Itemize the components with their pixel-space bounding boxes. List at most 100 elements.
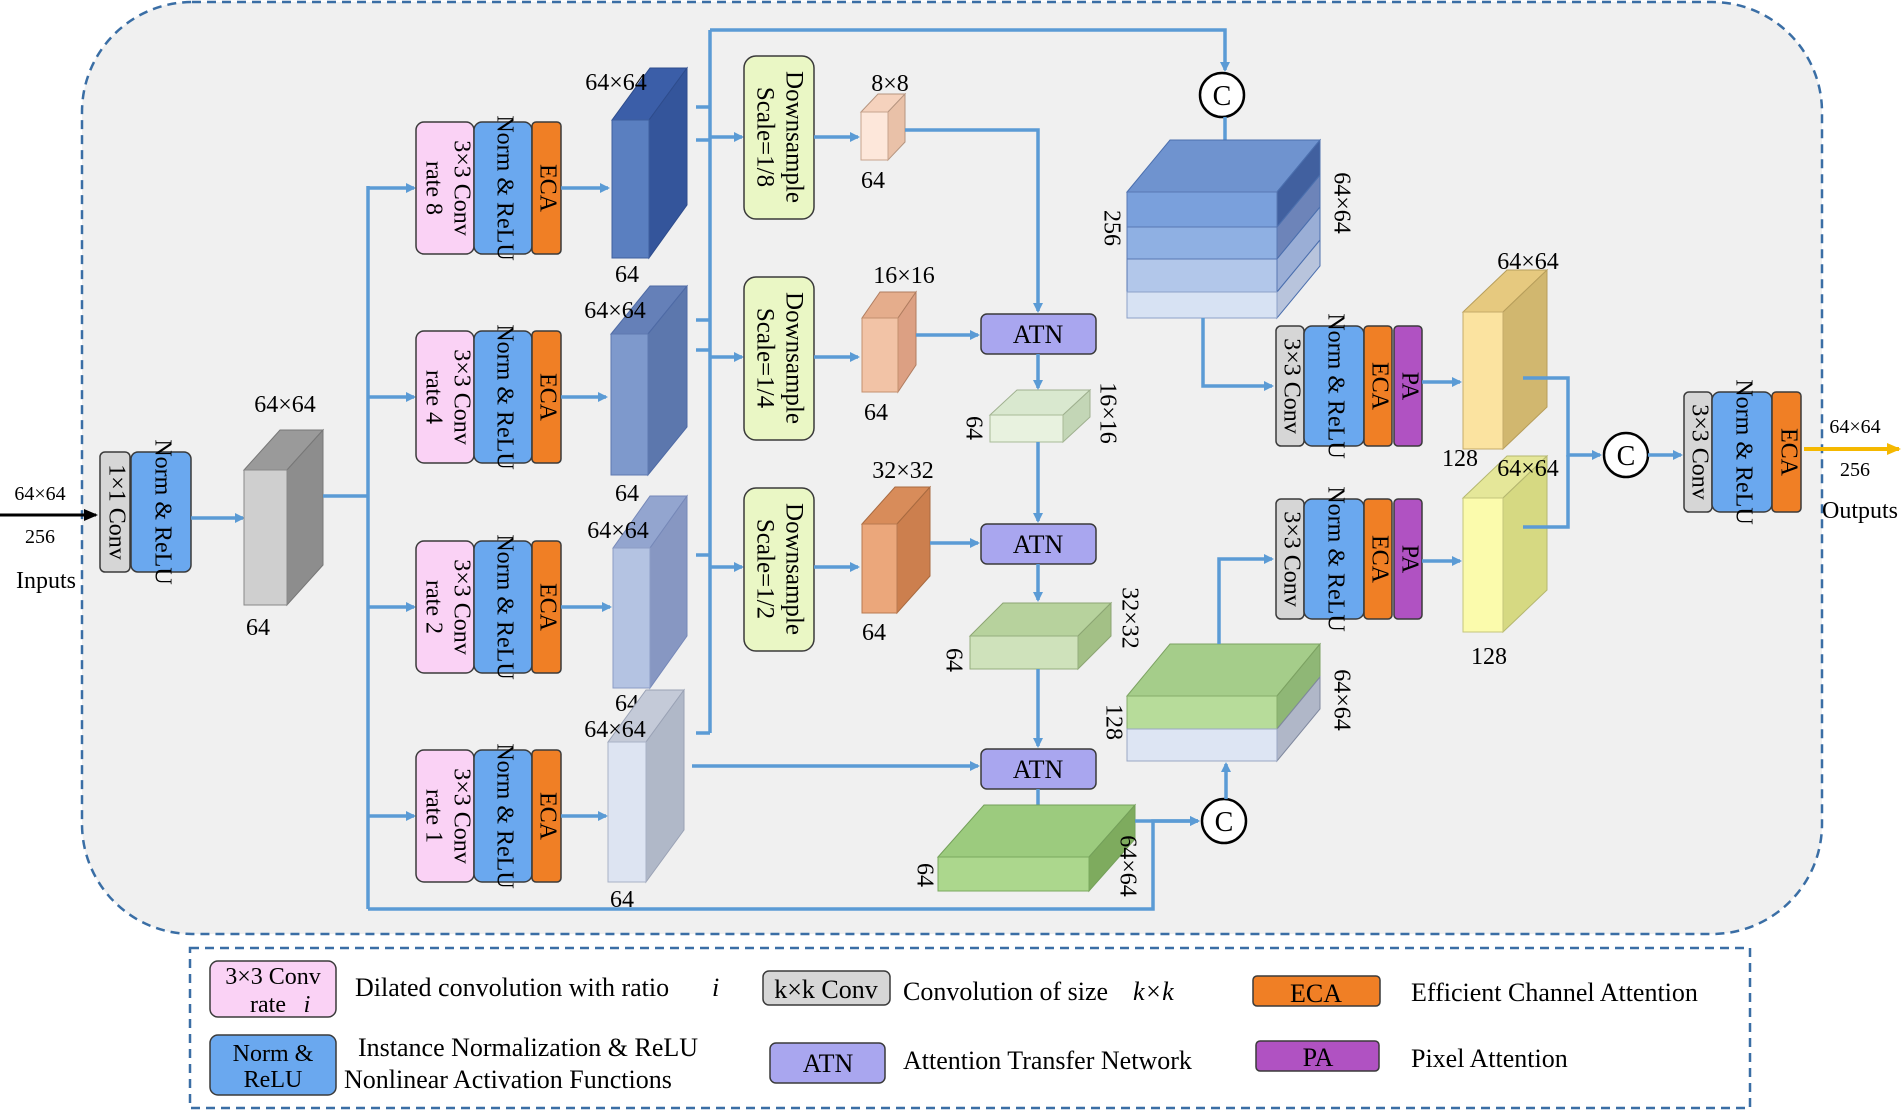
stem-feature-cuboid	[242, 428, 325, 607]
legend-atn-text: Attention Transfer Network	[903, 1046, 1192, 1075]
legend-eca-swatch-label: ECA	[1290, 979, 1342, 1008]
arrow-ds8-to-atn-1	[905, 128, 1043, 313]
input-size-label: 64×64	[14, 483, 65, 505]
legend-dilated: 3×3 Conv rate i Dilated convolution with…	[209, 960, 719, 1018]
legend-container	[188, 946, 1752, 1110]
legend-pa-swatch-label: PA	[1303, 1043, 1334, 1072]
atn-1-label: ATN	[1013, 320, 1064, 349]
legend-atn: ATN Attention Transfer Network	[769, 1042, 1192, 1084]
branch-1-norm-label: Norm & ReLU	[491, 743, 517, 888]
atn-2-feature-cuboid	[968, 601, 1113, 671]
legend-dilated-swatch-i: i	[304, 992, 311, 1018]
branch-1-size-label: 64×64	[584, 717, 646, 743]
outputs-label: Outputs	[1822, 498, 1898, 524]
output-block: 3×3 Conv Norm & ReLU ECA	[1683, 379, 1802, 525]
legend-kconv-text: Convolution of size	[903, 977, 1108, 1006]
legend-norm-swatch	[209, 1034, 337, 1096]
atn-3-channels-label: 64	[911, 863, 937, 887]
concat-bottom: C	[1200, 797, 1248, 845]
branch-1-feature-cuboid	[607, 688, 685, 884]
legend-dilated-swatch-label: 3×3 Conv	[225, 964, 321, 990]
arrow-merge-top-to-concat	[1523, 376, 1602, 460]
legend-pa-swatch	[1255, 1040, 1380, 1072]
atn-2-channels-label: 64	[940, 648, 966, 672]
fusion-bottom-pa-label: PA	[1396, 545, 1422, 574]
output-norm-label: Norm & ReLU	[1730, 379, 1756, 524]
downsample-1-4: Downsample Scale=1/4	[743, 276, 815, 441]
atn-1-channels-label: 64	[960, 416, 986, 440]
ds8-channels-label: 64	[861, 168, 885, 194]
branch-8-eca-label: ECA	[534, 164, 560, 213]
arrow-top-stack-to-fusion	[1201, 318, 1274, 391]
legend-kconv: k×k Conv Convolution of size k×k	[762, 970, 1174, 1006]
ds4-size-label: 16×16	[873, 263, 935, 289]
fusion-top-eca	[1363, 325, 1393, 447]
ds2-size-label: 32×32	[872, 458, 934, 484]
downsample-1-2-scale: Scale=1/2	[751, 519, 778, 619]
stem-norm-relu-text: Norm & ReLU	[149, 439, 175, 584]
legend-eca: ECA Efficient Channel Attention	[1252, 975, 1698, 1008]
merge-bottom-size-label: 64×64	[1497, 456, 1559, 482]
fusion-bottom-eca	[1363, 498, 1393, 620]
top-stack-size-label: 64×64	[1328, 172, 1354, 234]
branch-1-conv-label: 3×3 Conv	[448, 768, 474, 864]
branch-4-channels-label: 64	[615, 481, 639, 507]
merge-bottom-cuboid	[1461, 454, 1549, 634]
downsample-1-4-label: Downsample	[780, 292, 807, 424]
concat-top: C	[1198, 71, 1246, 119]
branch-4-feature-cuboid	[609, 284, 689, 477]
downsample-1-4-scale: Scale=1/4	[751, 308, 778, 409]
legend-norm-text-1: Instance Normalization & ReLU	[358, 1033, 698, 1062]
branch-rate-1: 3×3 Conv rate 1 Norm & ReLU ECA	[415, 743, 562, 889]
atn-1-size-label: 16×16	[1094, 382, 1120, 444]
legend-dilated-swatch	[209, 960, 337, 1018]
fusion-top-eca-label: ECA	[1366, 362, 1392, 411]
merge-top-channels-label: 128	[1442, 446, 1478, 472]
atn-3-label: ATN	[1013, 755, 1064, 784]
stem-norm-relu-block	[130, 451, 192, 573]
fusion-top-pa-label: PA	[1396, 372, 1422, 401]
top-skip-to-concat	[710, 28, 1230, 72]
branch-4-eca-label: ECA	[534, 373, 560, 422]
output-eca	[1771, 391, 1802, 513]
merge-top-size-label: 64×64	[1497, 249, 1559, 275]
legend-kconv-swatch	[762, 970, 891, 1006]
arrow-bottom-stack-to-fusion	[1217, 554, 1274, 644]
fusion-bottom-block: 3×3 Conv Norm & ReLU ECA PA	[1275, 486, 1423, 632]
output-conv-label: 3×3 Conv	[1686, 404, 1712, 500]
fusion-top-block: 3×3 Conv Norm & ReLU ECA PA	[1275, 313, 1423, 459]
branch-8-feature-cuboid	[611, 66, 688, 260]
branch-1-eca-label: ECA	[534, 792, 560, 841]
ds4-channels-label: 64	[864, 400, 888, 426]
downsample-1-2-box	[743, 487, 815, 652]
atn-2-size-label: 32×32	[1116, 587, 1142, 649]
inputs-label: Inputs	[16, 568, 76, 594]
branch-8-size-label: 64×64	[585, 70, 647, 96]
ds2-channels-label: 64	[862, 620, 886, 646]
legend-norm-swatch-label-2: ReLU	[244, 1067, 303, 1093]
concat-final-symbol: C	[1617, 441, 1636, 472]
concat-final: C	[1602, 431, 1650, 479]
fusion-top-pa	[1393, 325, 1423, 447]
fusion-top-norm-label: Norm & ReLU	[1322, 313, 1348, 458]
fusion-bottom-norm-label: Norm & ReLU	[1322, 486, 1348, 631]
branch-4-rate-label: rate 4	[420, 370, 446, 424]
ds8-feature-cube	[859, 92, 907, 162]
stem-norm-relu-label: Norm & ReLU	[149, 439, 175, 584]
branch-2-norm-label: Norm & ReLU	[491, 534, 517, 679]
fusion-bottom-eca-label: ECA	[1366, 535, 1392, 584]
merge-bottom-channels-label: 128	[1471, 644, 1507, 670]
stem-size-label: 64×64	[254, 392, 316, 418]
branch-rate-4: 3×3 Conv rate 4 Norm & ReLU ECA	[415, 324, 562, 470]
ds8-size-label: 8×8	[871, 71, 909, 97]
concat-bottom-symbol: C	[1215, 807, 1234, 838]
fusion-bottom-pa	[1393, 498, 1423, 620]
legend-pa-text: Pixel Attention	[1411, 1044, 1568, 1073]
legend-norm: Norm & ReLU Instance Normalization & ReL…	[209, 1033, 698, 1096]
downsample-1-8-label: Downsample	[780, 71, 807, 203]
branch-2-rate-label: rate 2	[420, 580, 446, 634]
legend-norm-text-2: Nonlinear Activation Functions	[344, 1065, 672, 1094]
branch-8-channels-label: 64	[615, 262, 639, 288]
conv-1x1-label: 1×1 Conv	[103, 464, 129, 560]
module-container	[80, 0, 1824, 936]
